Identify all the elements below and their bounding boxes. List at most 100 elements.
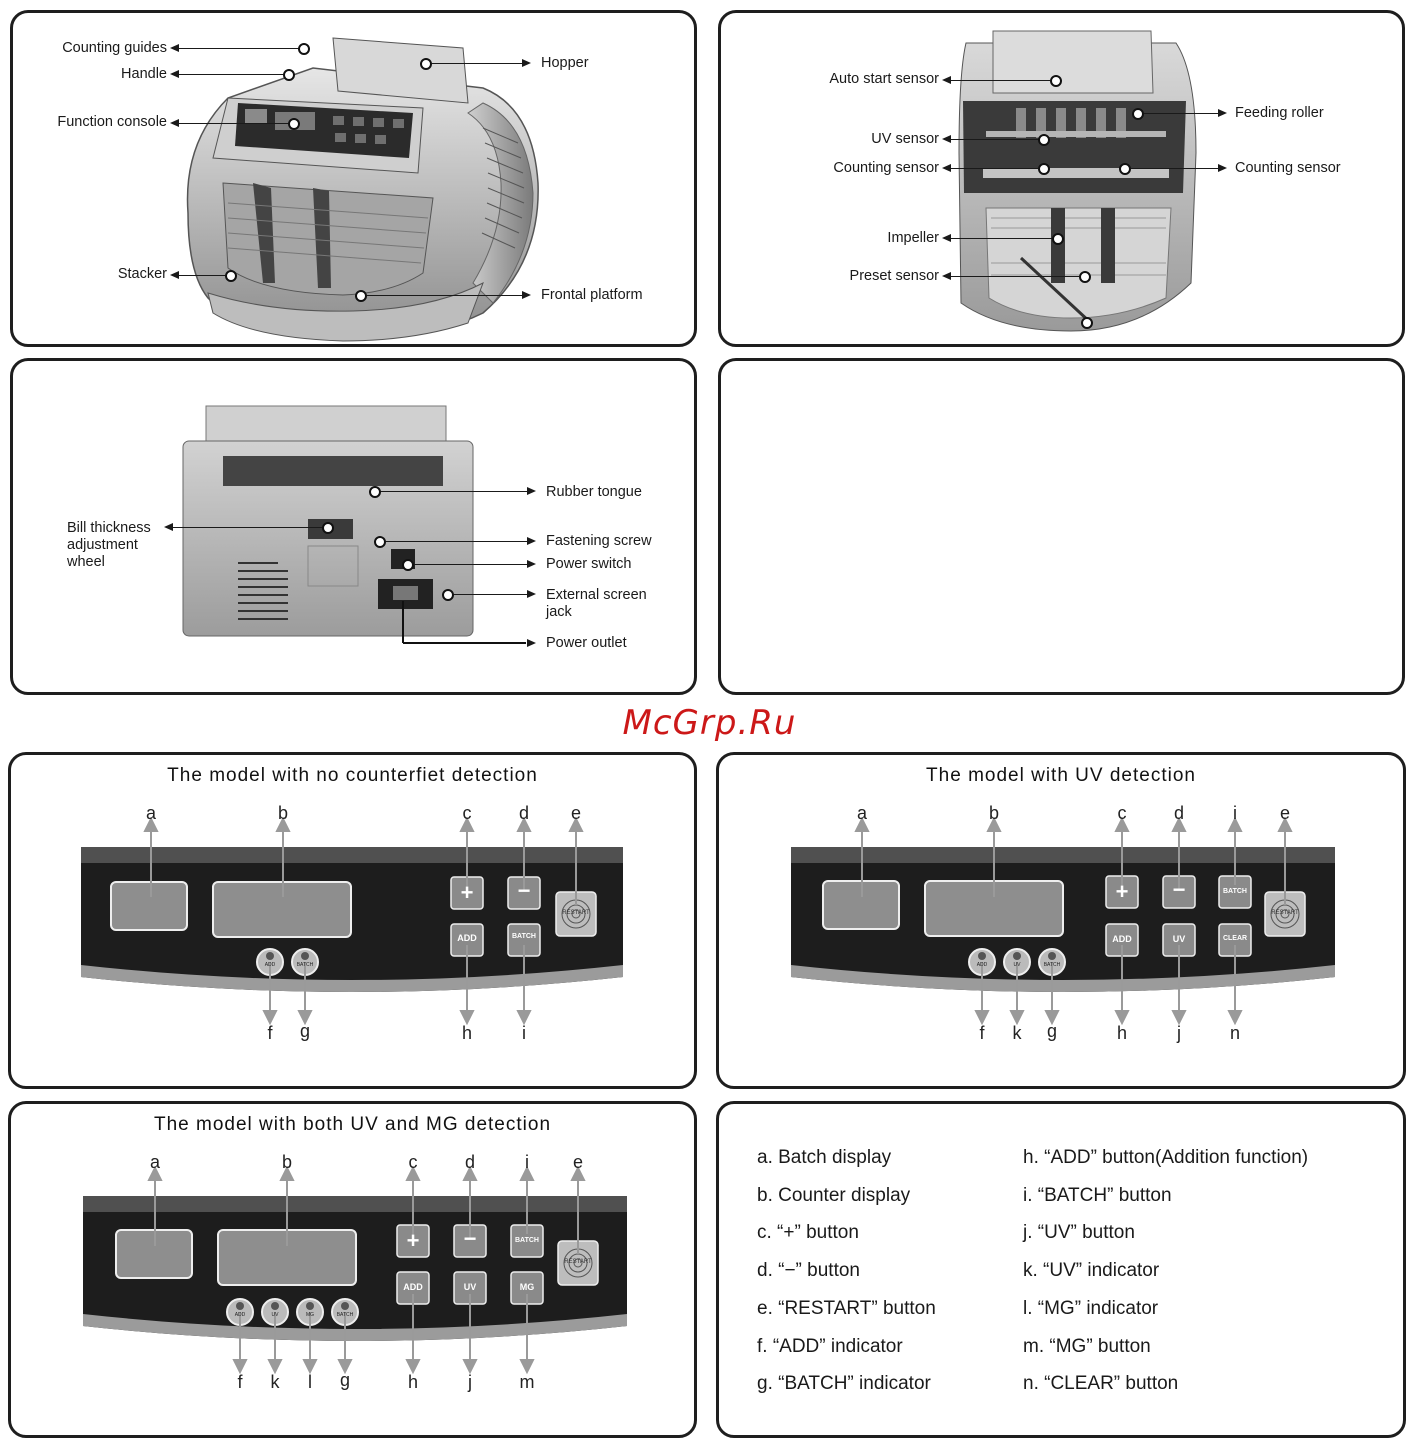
label-rubber-tongue: Rubber tongue [546, 484, 642, 500]
pointer-ring [225, 270, 237, 282]
pointer-head [1218, 109, 1227, 117]
minus-button[interactable]: − [463, 1226, 477, 1251]
label-counting-sensor-left: Counting sensor [833, 160, 939, 176]
add-button[interactable]: ADD [403, 1282, 423, 1292]
pointer-line [1131, 168, 1218, 169]
letter-k: k [1012, 1023, 1022, 1043]
batch-button[interactable]: BATCH [515, 1237, 539, 1244]
legend-item: k. “UV” indicator [1023, 1260, 1160, 1282]
mg-button[interactable]: MG [519, 1282, 535, 1292]
inner-view-panel: Auto start sensor UV sensor Counting sen… [718, 10, 1405, 347]
add-button[interactable]: ADD [1112, 934, 1132, 944]
pointer-line [414, 564, 527, 565]
front-view-panel: Counting guides Handle Function console … [10, 10, 697, 347]
minus-button[interactable]: − [517, 878, 531, 903]
pointer-head [1218, 164, 1227, 172]
watermark: McGrp.Ru [622, 703, 797, 743]
panel-title: The model with no counterfiet detection [167, 765, 538, 786]
add-indicator: ADD [264, 962, 276, 968]
label-auto-start-sensor: Auto start sensor [829, 71, 939, 87]
pointer-line [950, 80, 1050, 81]
label-feeding-roller: Feeding roller [1235, 105, 1324, 121]
label-impeller: Impeller [887, 230, 939, 246]
letter-l: l [308, 1372, 312, 1392]
console-uv-panel: The model with UV detection [716, 752, 1406, 1089]
pointer-ring [1081, 317, 1093, 329]
pointer-ring [374, 536, 386, 548]
clear-button[interactable]: CLEAR [1222, 935, 1248, 942]
letter-d: d [1173, 803, 1184, 823]
uv-indicator: UV [271, 1312, 279, 1318]
minus-button[interactable]: − [1172, 877, 1186, 902]
letter-d: d [518, 803, 529, 823]
label-counting-sensor-right: Counting sensor [1235, 160, 1341, 176]
pointer-head [527, 560, 536, 568]
pointer-head [942, 135, 951, 143]
legend-item: m. “MG” button [1023, 1335, 1151, 1357]
label-power-switch: Power switch [546, 556, 632, 572]
label-fastening-screw: Fastening screw [546, 533, 652, 549]
legend-item: l. “MG” indicator [1023, 1297, 1159, 1319]
restart-button[interactable]: RESTART [1271, 910, 1299, 916]
legend-item: f. “ADD” indicator [757, 1335, 903, 1357]
letter-a: a [856, 803, 867, 823]
uv-button[interactable]: UV [1172, 934, 1186, 944]
letter-g: g [1046, 1021, 1057, 1041]
legend-left-column: a. Batch display b. Counter display c. “… [757, 1139, 936, 1403]
letter-e: e [1279, 803, 1290, 823]
pointer-line [178, 275, 225, 276]
letter-b: b [281, 1152, 292, 1172]
money-counter-inner-illustration [958, 30, 1197, 332]
label-bill-thickness-line1: Bill thickness [67, 520, 151, 536]
panel-title: The model with both UV and MG detection [153, 1114, 552, 1135]
label-uv-sensor: UV sensor [871, 131, 939, 147]
plus-button[interactable]: + [1115, 879, 1129, 904]
pointer-head [942, 234, 951, 242]
restart-button[interactable]: RESTART [564, 1259, 592, 1265]
batch-button[interactable]: BATCH [1223, 888, 1247, 895]
label-power-outlet: Power outlet [546, 635, 627, 651]
pointer-line [432, 63, 522, 64]
pointer-head [527, 537, 536, 545]
pointer-ring [1050, 75, 1062, 87]
empty-panel [718, 358, 1405, 695]
batch-indicator: BATCH [1043, 962, 1061, 968]
label-external-screen-line1: External screen [546, 587, 647, 603]
plus-button[interactable]: + [460, 880, 474, 905]
pointer-ring [1119, 163, 1131, 175]
label-handle: Handle [121, 66, 167, 82]
legend-item: b. Counter display [757, 1184, 911, 1206]
pointer-line [367, 295, 522, 296]
pointer-line [178, 48, 298, 49]
pointer-ring [402, 559, 414, 571]
label-bill-thickness-line2: adjustment [67, 537, 138, 553]
label-function-console: Function console [57, 114, 167, 130]
letter-i: i [522, 1023, 526, 1043]
panel-title: The model with UV detection [926, 765, 1196, 786]
restart-button[interactable]: RESTART [562, 910, 590, 916]
rear-view-panel: Bill thickness adjustment wheel Rubber t… [10, 358, 697, 695]
console-uv-mg-panel: The model with both UV and MG detection [8, 1101, 697, 1438]
letter-e: e [572, 1152, 583, 1172]
letter-m: m [519, 1372, 535, 1392]
letter-j: j [1177, 1023, 1181, 1043]
add-button[interactable]: ADD [457, 933, 477, 943]
pointer-line [950, 276, 1079, 277]
letter-a: a [149, 1152, 160, 1172]
pointer-head [942, 76, 951, 84]
pointer-ring [1038, 163, 1050, 175]
pointer-ring [283, 69, 295, 81]
pointer-ring [322, 522, 334, 534]
legend-item: j. “UV” button [1023, 1222, 1135, 1244]
letter-f: f [979, 1023, 985, 1043]
legend-item: i. “BATCH” button [1023, 1184, 1172, 1206]
uv-button[interactable]: UV [463, 1282, 477, 1292]
letter-g: g [299, 1021, 310, 1041]
legend-item: h. “ADD” button(Addition function) [1023, 1147, 1309, 1168]
uv-indicator: UV [1013, 962, 1021, 968]
batch-button[interactable]: BATCH [512, 933, 536, 940]
pointer-head [170, 271, 179, 279]
plus-button[interactable]: + [406, 1228, 420, 1253]
label-frontal-platform: Frontal platform [541, 287, 643, 303]
pointer-line [178, 123, 288, 124]
